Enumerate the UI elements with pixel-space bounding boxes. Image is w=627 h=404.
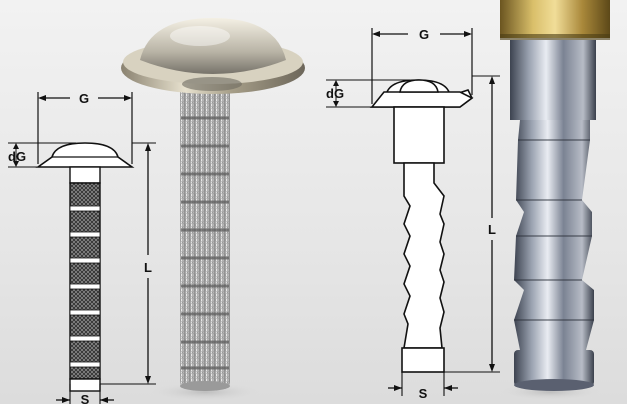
ribbed-pin-photo bbox=[495, 0, 610, 401]
knurled-pin-diagram: G dG L S bbox=[8, 91, 156, 404]
label-dg-right: dG bbox=[326, 86, 344, 101]
label-dg: dG bbox=[8, 149, 26, 164]
label-s: S bbox=[81, 392, 90, 404]
label-g: G bbox=[79, 91, 89, 106]
ribbed-pin-diagram: G dG L S bbox=[326, 27, 500, 401]
knurled-pin-photo bbox=[121, 18, 305, 402]
label-l-right: L bbox=[488, 222, 496, 237]
label-l: L bbox=[144, 260, 152, 275]
label-g-right: G bbox=[419, 27, 429, 42]
label-s-right: S bbox=[419, 386, 428, 401]
